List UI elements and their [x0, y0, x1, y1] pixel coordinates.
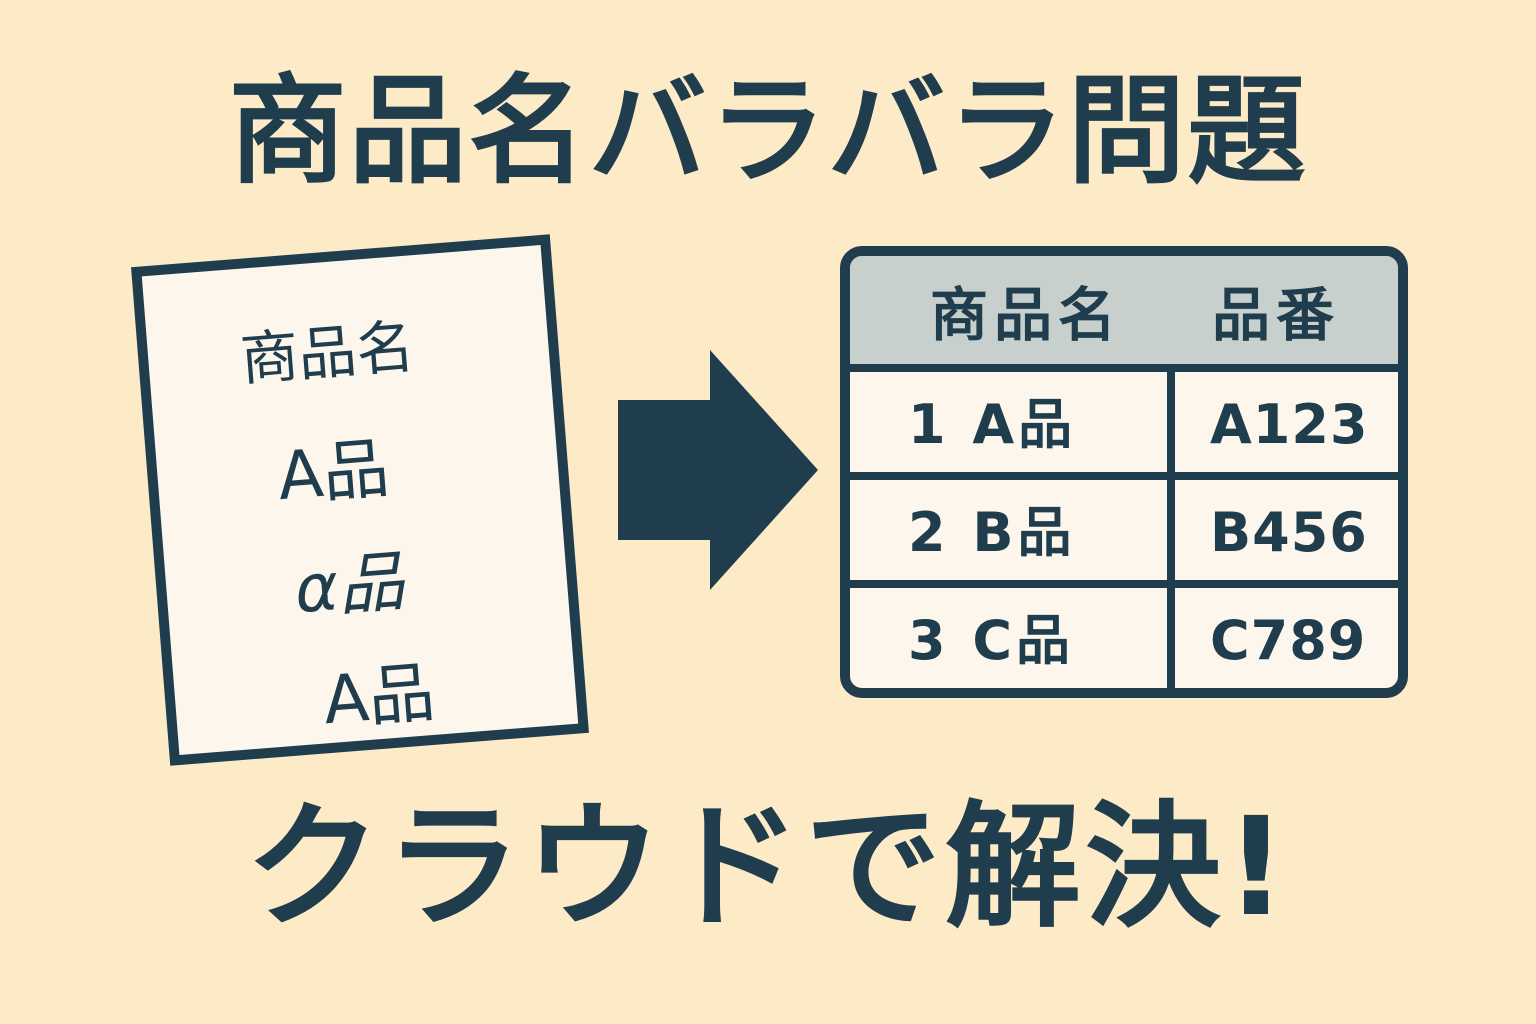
- paper-line: A品: [274, 429, 392, 516]
- right-arrow-icon: [618, 350, 818, 590]
- table-row: 1 A品 A123: [850, 372, 1398, 480]
- product-table: 商品名 品番 1 A品 A123 2 B品 B456 3 C品 C789: [840, 246, 1408, 698]
- paper-line: 商品名: [237, 312, 417, 394]
- table-header-product-code: 品番: [1212, 281, 1341, 349]
- table-cell-code: C789: [1210, 609, 1367, 672]
- solution-title: クラウドで解決!: [244, 789, 1292, 947]
- table-cell-name: 3 C品: [908, 609, 1075, 672]
- table-cell-code: A123: [1210, 393, 1369, 456]
- table-cell-name: 2 B品: [908, 501, 1076, 564]
- table-row: 2 B品 B456: [850, 480, 1398, 588]
- table-cell-name: 1 A品: [908, 393, 1077, 456]
- paper-line: α品: [291, 542, 408, 629]
- table-column-divider: [1167, 372, 1175, 688]
- table-header-row: 商品名 品番: [850, 256, 1398, 372]
- paper-line: A品: [320, 653, 438, 740]
- table-row: 3 C品 C789: [850, 588, 1398, 688]
- table-cell-code: B456: [1210, 501, 1368, 564]
- table-header-product-name: 商品名: [930, 281, 1123, 349]
- messy-paper-note: 商品名 A品 α品 A品: [131, 234, 589, 766]
- main-title: 商品名バラバラ問題: [228, 62, 1308, 200]
